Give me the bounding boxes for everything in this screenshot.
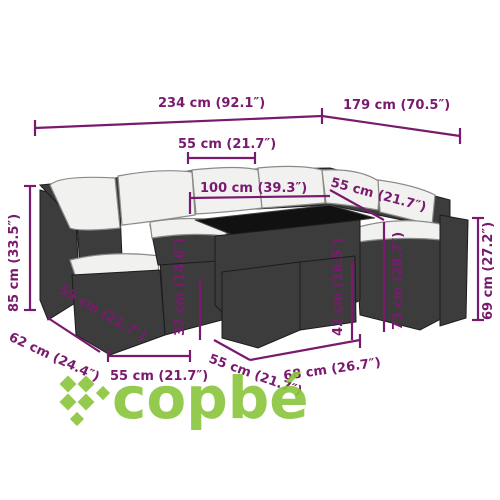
label-height-back: 85 cm (33.5″) bbox=[7, 214, 22, 312]
label-footstool-width: 55 cm (21.7″) bbox=[110, 369, 208, 384]
label-sofa-module-width: 55 cm (21.7″) bbox=[178, 137, 276, 152]
label-seat-height: 37 cm (14.6″) bbox=[173, 238, 188, 336]
dimension-lines bbox=[24, 108, 484, 362]
sofa-set-illustration bbox=[38, 165, 469, 356]
label-table-length: 100 cm (39.3″) bbox=[200, 181, 307, 196]
watermark-logo: copbé bbox=[59, 364, 309, 432]
label-total-width: 234 cm (92.1″) bbox=[158, 96, 265, 111]
label-side-width: 179 cm (70.5″) bbox=[343, 98, 450, 113]
watermark-brand: copbé bbox=[112, 364, 309, 432]
label-armrest-height: 69 cm (27.2″) bbox=[481, 222, 496, 320]
logo-mark-icon bbox=[59, 375, 111, 427]
label-table-top-height: 73 cm (28.7″) bbox=[391, 232, 406, 330]
label-table-height: 42 cm (16.5″) bbox=[331, 238, 346, 336]
